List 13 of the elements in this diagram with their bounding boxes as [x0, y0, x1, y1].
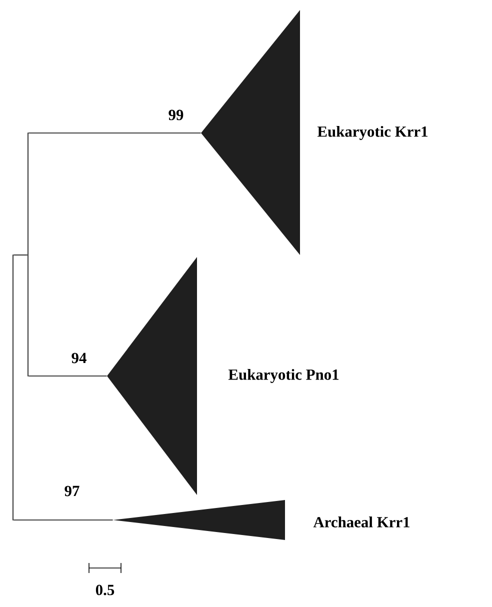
- clade-label: Eukaryotic Pno1: [228, 368, 338, 384]
- clade-triangle: [107, 257, 197, 495]
- bootstrap-value: 97: [64, 486, 80, 496]
- scale-value: 0.5: [96, 584, 114, 596]
- bootstrap-value: 99: [168, 110, 184, 120]
- branch-line: [12, 254, 14, 520]
- tree-branch: [28, 132, 202, 134]
- clade-label: Archaeal Krr1: [313, 516, 410, 528]
- clade-triangle: [113, 500, 285, 540]
- clade-label: Eukaryotic Krr1: [317, 126, 428, 140]
- bootstrap-value: 94: [72, 352, 86, 364]
- tree-branch: [13, 254, 28, 256]
- clade-triangle: [201, 10, 300, 255]
